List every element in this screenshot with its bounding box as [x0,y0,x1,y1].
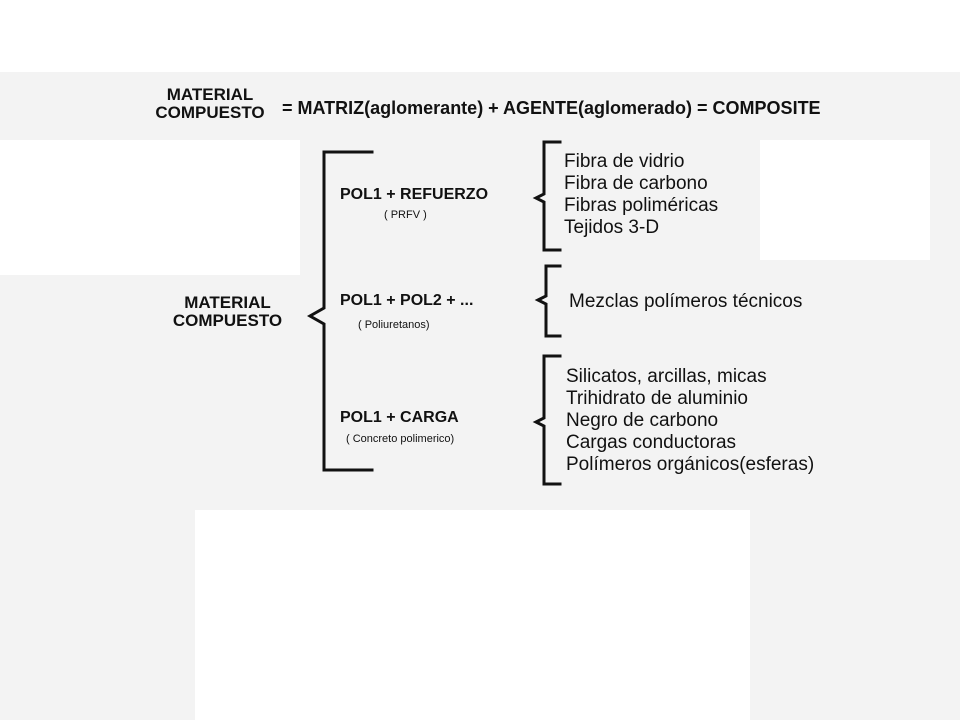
list-item: Cargas conductoras [566,432,737,453]
list-item: Negro de carbono [566,410,719,431]
list-item: Fibra de carbono [564,173,708,194]
group-brace-carga [532,354,562,486]
list-item: Polímeros orgánicos(esferas) [566,454,815,475]
group-brace-refuerzo [532,140,562,252]
list-item: Tejidos 3-D [564,217,660,238]
white-patch [0,140,300,275]
white-patch [760,140,930,260]
list-item: Fibra de vidrio [564,151,685,172]
group-label-pol2: POL1 + POL2 + ... [340,292,474,309]
header-equation: = MATRIZ(aglomerante) + AGENTE(aglomerad… [282,98,821,118]
group-brace-pol2 [534,264,562,338]
group-sub-refuerzo: ( PRFV ) [384,209,427,221]
header-title: MATERIAL COMPUESTO [155,85,265,122]
white-patch [195,510,750,720]
list-item: Trihidrato de aluminio [566,388,748,409]
group-sub-carga: ( Concreto polimerico) [346,433,455,445]
root-label: MATERIAL COMPUESTO [172,293,283,330]
group-sub-pol2: ( Poliuretanos) [358,319,430,331]
group-label-refuerzo: POL1 + REFUERZO [340,186,489,203]
list-item: Fibras poliméricas [564,195,719,216]
group-label-carga: POL1 + CARGA [340,409,459,426]
list-item: Silicatos, arcillas, micas [566,366,767,387]
main-brace [306,150,374,472]
list-item: Mezclas polímeros técnicos [569,291,803,312]
